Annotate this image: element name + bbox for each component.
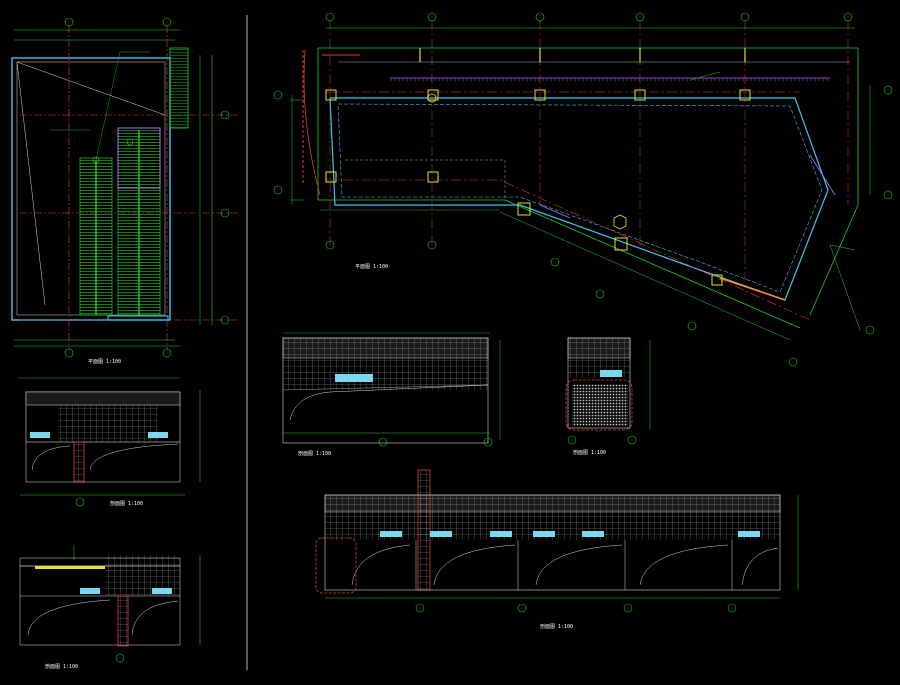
bottom-section-title: 剖面图 1:100 [540,623,573,630]
left-section-2: 剖面图 1:100 [19,545,201,670]
small-section-title: 剖面图 1:100 [573,449,606,456]
mid-section-title: 剖面图 1:100 [298,450,331,457]
left-plan: 平面图 1:100 [11,17,240,365]
left-section1-title: 剖面图 1:100 [110,500,143,507]
main-plan: 平面图 1:100 [273,12,893,367]
left-plan-title: 平面图 1:100 [88,359,121,365]
left-section-1: 剖面图 1:100 [18,377,201,507]
bottom-section: 剖面图 1:100 [315,469,799,630]
left-section2-title: 剖面图 1:100 [45,663,78,670]
mid-section: 剖面图 1:100 [282,332,501,457]
main-plan-title: 平面图 1:100 [355,264,388,270]
small-section: 剖面图 1:100 [565,337,651,456]
